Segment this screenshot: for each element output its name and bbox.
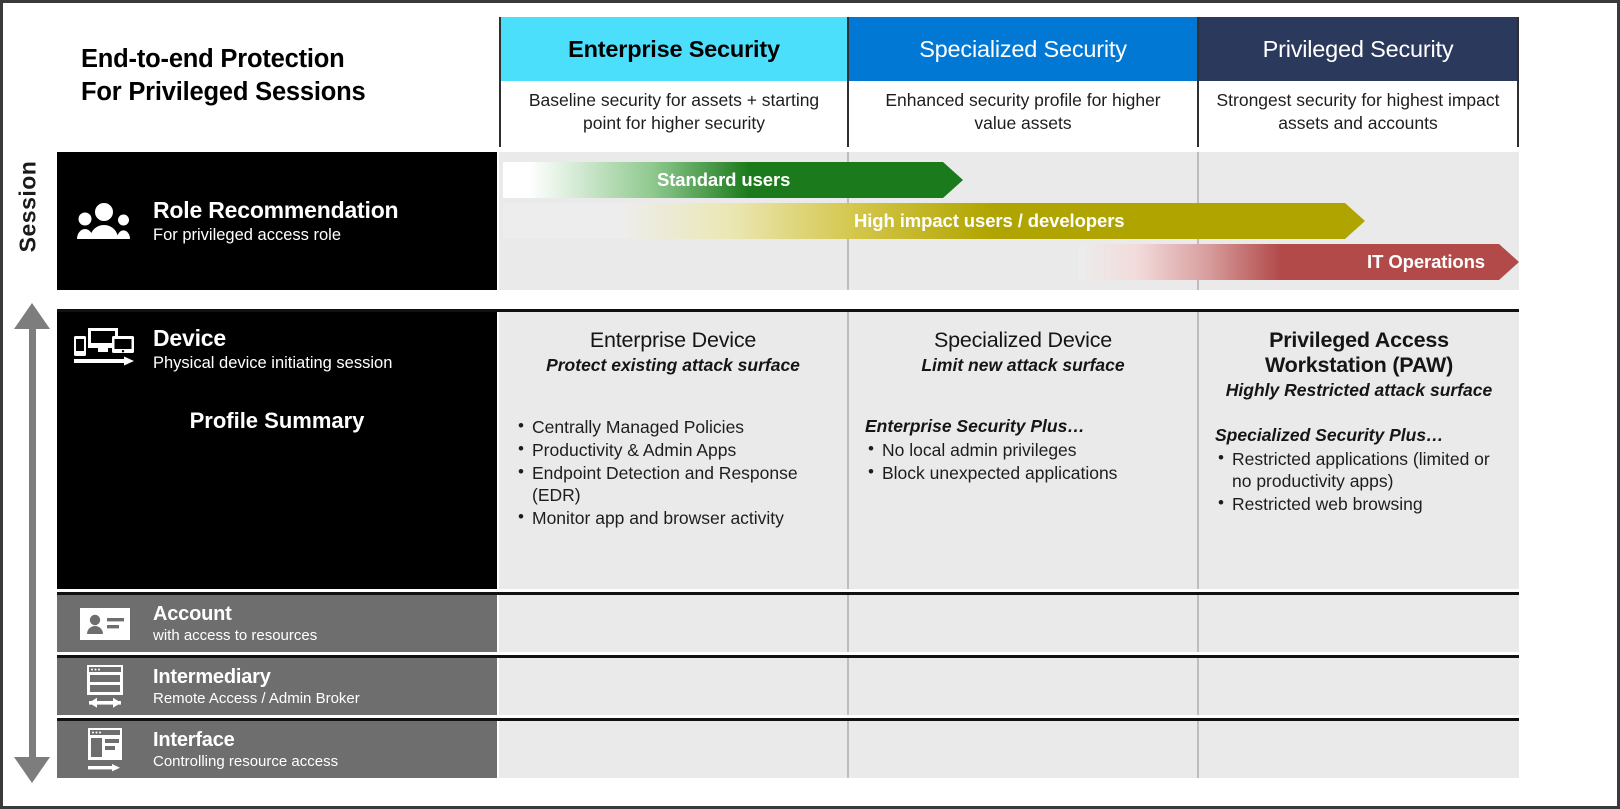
intermediary-grid — [499, 658, 1519, 715]
arrow-high-impact-users-body — [503, 203, 1345, 239]
column-header-enterprise-subtitle: Baseline security for assets + starting … — [528, 90, 820, 134]
column-divider-2 — [1197, 658, 1199, 715]
arrow-it-operations-body — [1079, 244, 1499, 280]
device-cell-privileged-lead: Specialized Security Plus… — [1215, 424, 1444, 445]
column-divider-2 — [1197, 312, 1199, 589]
interface-text: Interface Controlling resource access — [153, 727, 338, 772]
list-item: Endpoint Detection and Response (EDR) — [515, 461, 831, 506]
broker-window-icon — [57, 664, 153, 709]
column-divider-1 — [847, 312, 849, 589]
column-header-specialized-subtitle: Enhanced security profile for higher val… — [885, 90, 1161, 134]
column-header-specialized-label: Specialized Security — [849, 17, 1197, 81]
session-axis-label: Session — [14, 160, 41, 253]
device-cell-specialized-title: Specialized Device — [933, 328, 1113, 352]
column-divider-2 — [1197, 595, 1199, 652]
arrow-standard-users-tip — [943, 162, 963, 198]
device-profile-grid: Enterprise Device Protect existing attac… — [499, 312, 1519, 589]
account-grid — [499, 595, 1519, 652]
arrow-standard-users-body — [503, 162, 943, 198]
device-cell-privileged-title: Privileged Access Workstation (PAW) — [1264, 328, 1454, 377]
separator-intermediary-top — [57, 655, 1519, 658]
column-divider-1 — [847, 721, 849, 778]
row-label-role-recommendation: Role Recommendation For privileged acces… — [57, 152, 497, 290]
id-card-icon — [57, 606, 153, 642]
account-title: Account — [153, 603, 232, 626]
separator-account-top — [57, 592, 1519, 595]
role-recommendation-title: Role Recommendation — [153, 197, 399, 224]
role-recommendation-grid: Standard users High impact users / devel… — [499, 152, 1519, 290]
interface-title: Interface — [153, 729, 235, 752]
session-arrow-head-down — [14, 757, 50, 783]
intermediary-text: Intermediary Remote Access / Admin Broke… — [153, 664, 360, 709]
row-label-device: Device Physical device initiating sessio… — [57, 312, 497, 589]
device-cell-specialized-subtitle: Limit new attack surface — [921, 354, 1125, 375]
session-arrow-head-up — [14, 303, 50, 329]
list-item: No local admin privileges — [865, 438, 1181, 461]
list-item: Block unexpected applications — [865, 461, 1181, 484]
device-cell-privileged-subtitle: Highly Restricted attack surface — [1225, 379, 1493, 400]
session-scope-arrow — [7, 303, 57, 783]
arrow-standard-users: Standard users — [503, 162, 963, 198]
separator-device-top — [57, 309, 1519, 312]
arrow-it-operations-tip — [1499, 244, 1519, 280]
list-item: Restricted applications (limited or no p… — [1215, 447, 1503, 492]
device-cell-enterprise-title: Enterprise Device — [589, 328, 757, 352]
device-cell-specialized-bullets: No local admin privileges Block unexpect… — [865, 438, 1181, 484]
page-title-line1: End-to-end Protection — [81, 45, 345, 73]
role-recommendation-subtitle: For privileged access role — [153, 226, 341, 245]
device-text: Device Physical device initiating sessio… — [153, 324, 392, 374]
page-title: End-to-end Protection For Privileged Ses… — [81, 43, 481, 108]
device-cell-enterprise: Enterprise Device Protect existing attac… — [499, 312, 847, 530]
arrow-high-impact-users-label: High impact users / developers — [854, 210, 1125, 231]
interface-grid — [499, 721, 1519, 778]
account-text: Account with access to resources — [153, 601, 317, 646]
column-header-enterprise: Enterprise Security Baseline security fo… — [499, 17, 849, 147]
device-cell-enterprise-bullets: Centrally Managed Policies Productivity … — [515, 415, 831, 529]
intermediary-title: Intermediary — [153, 666, 271, 689]
row-label-account: Account with access to resources — [57, 595, 497, 652]
arrow-high-impact-users: High impact users / developers — [503, 203, 1365, 239]
device-cell-specialized-lead: Enterprise Security Plus… — [865, 415, 1085, 436]
arrow-it-operations-label: IT Operations — [1367, 251, 1485, 272]
account-subtitle: with access to resources — [153, 627, 318, 645]
profile-summary-label: Profile Summary — [189, 408, 365, 433]
row-label-intermediary: Intermediary Remote Access / Admin Broke… — [57, 658, 497, 715]
separator-interface-top — [57, 718, 1519, 721]
column-header-enterprise-label: Enterprise Security — [501, 17, 847, 81]
column-divider-1 — [847, 595, 849, 652]
interface-subtitle: Controlling resource access — [153, 753, 339, 771]
interface-window-icon — [57, 727, 153, 772]
session-arrow-shaft — [29, 325, 36, 761]
arrow-standard-users-label: Standard users — [657, 169, 791, 190]
arrow-it-operations: IT Operations — [1079, 244, 1519, 280]
people-group-icon — [57, 201, 153, 241]
list-item: Restricted web browsing — [1215, 492, 1503, 515]
role-recommendation-text: Role Recommendation For privileged acces… — [153, 196, 399, 246]
devices-arrow-icon — [57, 324, 153, 374]
device-cell-specialized: Specialized Device Limit new attack surf… — [849, 312, 1197, 485]
page-title-line2: For Privileged Sessions — [81, 77, 366, 106]
device-cell-privileged: Privileged Access Workstation (PAW) High… — [1199, 312, 1519, 516]
intermediary-subtitle: Remote Access / Admin Broker — [153, 690, 360, 708]
row-label-interface: Interface Controlling resource access — [57, 721, 497, 778]
arrow-high-impact-users-tip — [1345, 203, 1365, 239]
column-header-privileged: Privileged Security Strongest security f… — [1199, 17, 1519, 147]
device-subtitle: Physical device initiating session — [153, 354, 393, 373]
column-divider-2 — [1197, 721, 1199, 778]
column-header-specialized: Specialized Security Enhanced security p… — [849, 17, 1199, 147]
column-header-privileged-label: Privileged Security — [1199, 17, 1517, 81]
list-item: Centrally Managed Policies — [515, 415, 831, 438]
device-cell-privileged-bullets: Restricted applications (limited or no p… — [1215, 447, 1503, 515]
list-item: Monitor app and browser activity — [515, 506, 831, 529]
column-divider-1 — [847, 658, 849, 715]
device-title: Device — [153, 325, 226, 351]
list-item: Productivity & Admin Apps — [515, 438, 831, 461]
column-header-privileged-subtitle: Strongest security for highest impact as… — [1216, 90, 1500, 134]
device-cell-enterprise-subtitle: Protect existing attack surface — [546, 354, 800, 375]
